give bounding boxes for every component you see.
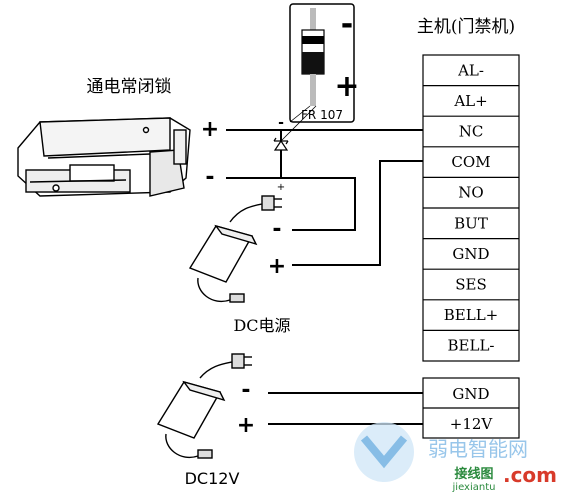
host-terminal-al: AL- [457,61,484,79]
dc-supply-plus: + [268,254,286,279]
dc12v-terminal-gnd: GND [452,385,489,403]
diode-symbol [273,137,289,151]
diode-inline-plus: + [277,182,285,193]
host-terminal-nc: NC [459,123,484,141]
host-terminal-gnd: GND [452,245,489,263]
wire-supply-plus-com [292,160,423,266]
dc-supply-label: DC电源 [233,316,290,335]
dc-supply-minus: - [272,217,281,242]
diode-inline-minus: - [278,115,284,131]
watermark-logo [354,422,414,482]
watermark-jiexiantu-latin: jiexiantu [452,482,496,492]
host-terminal-al: AL+ [453,92,487,110]
host-terminal-bell: BELL+ [444,306,498,324]
host-terminal-bell: BELL- [448,337,495,355]
wires [226,129,423,425]
host-terminal-com: COM [451,153,490,171]
dc12v-adapter-image [156,353,252,459]
dc-adapter-image [188,195,282,303]
watermark-text: 弱电智能网 [428,437,528,461]
watermark-domain: .com [503,463,557,487]
lock-minus: - [205,165,214,190]
door-lock-image [17,117,191,197]
dc12v-plus: + [237,413,255,438]
host-title: 主机(门禁机) [417,17,515,37]
lock-plus: + [201,117,219,142]
lock-title: 通电常闭锁 [87,77,172,97]
diode-callout-plus: + [334,69,359,104]
dc12v-terminal-block [422,377,520,439]
diode-label: FR 107 [301,108,343,122]
host-terminal-no: NO [458,184,483,202]
wire-lock-minus-supply-minus [226,177,356,231]
dc12v-label: DC12V [185,469,240,488]
dc12v-terminal-plus12v: +12V [450,415,494,433]
host-terminal-but: BUT [454,214,488,232]
dc12v-minus: - [241,378,250,403]
diode-callout [280,3,355,142]
diode-callout-minus: - [341,7,353,42]
watermark-jiexiantu: 接线图 [454,466,493,482]
host-terminal-ses: SES [455,276,487,294]
